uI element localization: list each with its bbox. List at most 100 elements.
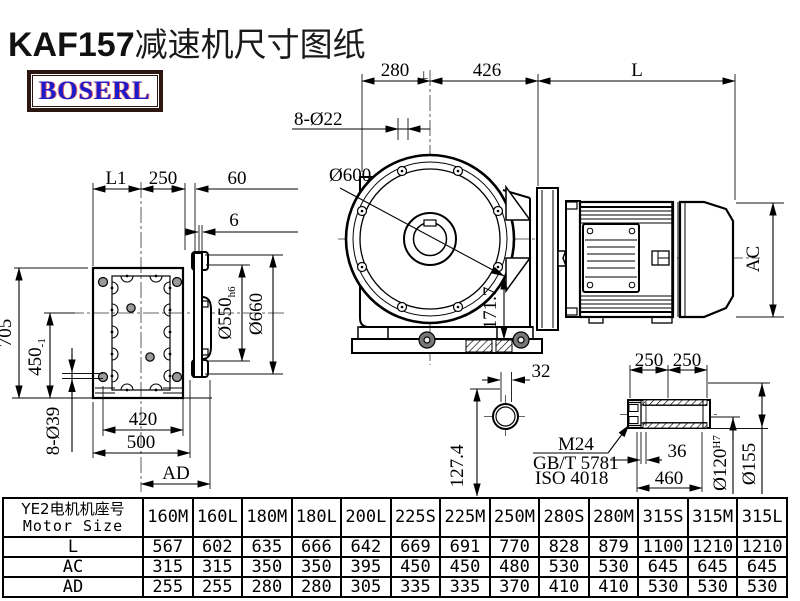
table-cell: 669: [389, 536, 442, 558]
table-cell: 305: [340, 576, 392, 598]
table-cell: 280: [290, 576, 343, 598]
table-cell: 1210: [686, 536, 739, 558]
hollow-shaft-detail: [627, 399, 711, 429]
table-cell: 410: [587, 576, 640, 598]
table-cell: 450: [389, 556, 442, 578]
column-header: 315M: [686, 497, 739, 538]
dim-450: 450-1: [25, 338, 48, 376]
dim-250-shaft-right: 250: [673, 350, 702, 371]
table-cell: 635: [241, 536, 293, 558]
dim-d600: Ø600: [329, 165, 371, 186]
row-label: AC: [2, 556, 144, 578]
table-cell: 645: [637, 556, 689, 578]
dim-8-d22: 8-Ø22: [294, 109, 343, 130]
row-label: AD: [2, 576, 144, 598]
dim-171-7: 171.7: [480, 287, 501, 330]
dim-250-side: 250: [149, 168, 178, 189]
title-suffix: 减速机尺寸图纸: [134, 25, 366, 64]
table-cell: 530: [587, 556, 640, 578]
table-cell: 602: [191, 536, 244, 558]
gearbox-front-view: [344, 153, 587, 354]
table-cell: 642: [340, 536, 392, 558]
dim-420: 420: [129, 409, 158, 430]
table-cell: 315: [191, 556, 244, 578]
gearbox-side-view: [12, 251, 212, 400]
table-cell: 666: [290, 536, 343, 558]
table-cell: 370: [488, 576, 541, 598]
dim-705: 705: [0, 319, 16, 348]
dim-6: 6: [229, 210, 239, 231]
dim-250-shaft-left: 250: [635, 350, 664, 371]
dimension-labels: 280 ⊥ 426 L 8-Ø22 Ø600 171.7 AC L1 250 6…: [0, 60, 764, 491]
table-cell: 255: [142, 576, 194, 598]
title-model: KAF157: [8, 26, 135, 64]
table-cell: 770: [488, 536, 541, 558]
brand-logo-text: BOSERL: [32, 75, 158, 107]
motor: [565, 200, 735, 324]
dim-127-4: 127.4: [447, 444, 468, 487]
table-cell: 335: [389, 576, 442, 598]
dim-32: 32: [532, 361, 551, 382]
column-header: 160L: [191, 497, 244, 538]
column-header: 315S: [637, 497, 689, 538]
column-header: 250M: [488, 497, 541, 538]
column-header: 315L: [736, 497, 788, 538]
column-header: 180M: [241, 497, 293, 538]
column-header: 225S: [389, 497, 442, 538]
standard-iso: ISO 4018: [535, 468, 608, 489]
dim-AC: AC: [743, 246, 764, 272]
table-cell: 691: [439, 536, 491, 558]
dim-AD: AD: [162, 463, 189, 484]
dim-60: 60: [228, 168, 247, 189]
dim-d120: Ø120H7: [710, 435, 731, 491]
dimension-lines: [15, 77, 777, 497]
table-cell: 395: [340, 556, 392, 578]
table-cell: 828: [538, 536, 590, 558]
table-cell: 280: [241, 576, 293, 598]
column-header: 160M: [142, 497, 194, 538]
row-label: L: [2, 536, 144, 558]
dim-500: 500: [127, 432, 156, 453]
table-cell: 879: [587, 536, 640, 558]
dim-d155: Ø155: [739, 443, 760, 485]
dim-280-mark: ⊥: [419, 70, 429, 82]
column-header: 180L: [290, 497, 343, 538]
table-cell: 480: [488, 556, 541, 578]
dim-L1: L1: [105, 168, 126, 189]
dim-L: L: [631, 60, 643, 81]
table-cell: 335: [439, 576, 491, 598]
technical-drawing: 280 ⊥ 426 L 8-Ø22 Ø600 171.7 AC L1 250 6…: [0, 60, 784, 497]
table-cell: 530: [538, 556, 590, 578]
standard-gb: GB/T 5781: [533, 453, 619, 474]
table-cell: 1100: [637, 536, 689, 558]
brand-logo: BOSERL: [27, 70, 163, 112]
dim-280: 280: [381, 60, 410, 81]
table-cell: 255: [191, 576, 244, 598]
table-cell: 350: [290, 556, 343, 578]
page-title: KAF157减速机尺寸图纸: [8, 18, 366, 66]
table-cell: 530: [637, 576, 689, 598]
dim-d660: Ø660: [246, 293, 267, 335]
table-cell: 645: [686, 556, 739, 578]
table-cell: 567: [142, 536, 194, 558]
column-header: 225M: [439, 497, 491, 538]
table-cell: 315: [142, 556, 194, 578]
motor-size-header-cn: YE2电机机座号: [21, 499, 125, 518]
table-cell: 530: [736, 576, 788, 598]
dim-426: 426: [473, 60, 502, 81]
table-cell: 410: [538, 576, 590, 598]
column-header: 280S: [538, 497, 590, 538]
dim-d550: Ø550h6: [215, 286, 238, 340]
table-cell: 530: [686, 576, 739, 598]
dim-m24: M24: [558, 434, 594, 455]
table-cell: 645: [736, 556, 788, 578]
table-cell: 350: [241, 556, 293, 578]
motor-size-header-en: Motor Size: [22, 516, 124, 535]
